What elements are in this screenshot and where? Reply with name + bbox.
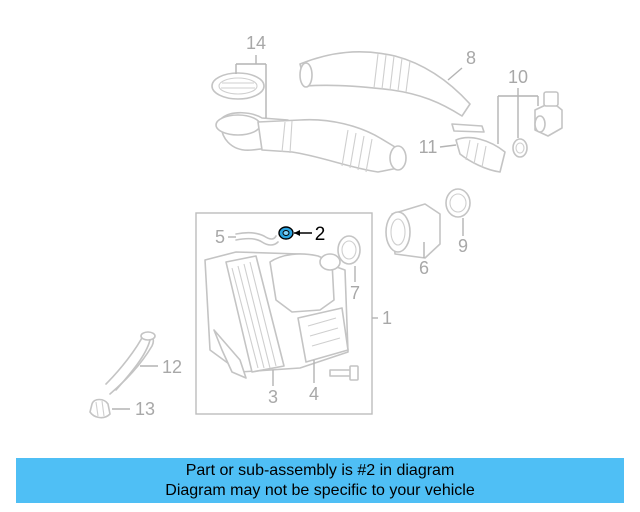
upper-hose-part-8	[299, 51, 471, 117]
callout-11-label: 11	[419, 137, 438, 157]
callout-11: 11	[419, 137, 457, 157]
clamp-part-11	[451, 123, 506, 173]
bolt	[329, 365, 359, 381]
callout-14: 14	[235, 33, 267, 118]
callout-12: 12	[140, 357, 182, 377]
callout-8: 8	[447, 48, 476, 81]
clip-part-13	[89, 398, 111, 419]
callout-7: 7	[350, 266, 360, 303]
gasket-part-7	[337, 235, 361, 265]
callout-1: 1	[372, 308, 392, 328]
callout-4: 4	[309, 360, 319, 404]
assembly-frame-part-1	[195, 212, 373, 415]
callout-5: 5	[215, 227, 236, 247]
callout-3: 3	[268, 370, 278, 407]
info-banner: Part or sub-assembly is #2 in diagram Di…	[16, 458, 624, 503]
callout-3-label: 3	[268, 387, 278, 407]
callout-4-label: 4	[309, 384, 319, 404]
callout-10: 10	[497, 67, 539, 144]
drain-tube-part-12	[105, 331, 156, 395]
callout-5-label: 5	[215, 227, 225, 247]
seal-ring-part-9	[445, 188, 471, 218]
callout-13-label: 13	[135, 399, 155, 419]
sensor-part-10	[512, 91, 563, 158]
banner-line-1: Part or sub-assembly is #2 in diagram	[185, 461, 455, 479]
callout-8-label: 8	[466, 48, 476, 68]
banner-line-2: Diagram may not be specific to your vehi…	[165, 481, 475, 499]
callout-12-label: 12	[162, 357, 182, 377]
callout-9-label: 9	[458, 236, 468, 256]
callout-6: 6	[419, 242, 429, 278]
intake-elbow-part-14	[211, 72, 407, 173]
callout-1-label: 1	[382, 308, 392, 328]
grommet-part-2-highlighted	[278, 226, 294, 240]
grommet-inner	[282, 230, 290, 236]
vent-hose-part-5	[235, 231, 279, 246]
callout-14-label: 14	[246, 33, 266, 53]
callout-9: 9	[458, 218, 468, 256]
air-cleaner-housing	[204, 251, 349, 379]
mass-air-flow-part-6	[385, 203, 441, 259]
callout-2: 2	[294, 224, 325, 245]
callout-7-label: 7	[350, 283, 360, 303]
callout-10-label: 10	[508, 67, 528, 87]
callout-13: 13	[112, 399, 155, 419]
callout-2-label: 2	[315, 224, 326, 245]
callout-6-label: 6	[419, 258, 429, 278]
